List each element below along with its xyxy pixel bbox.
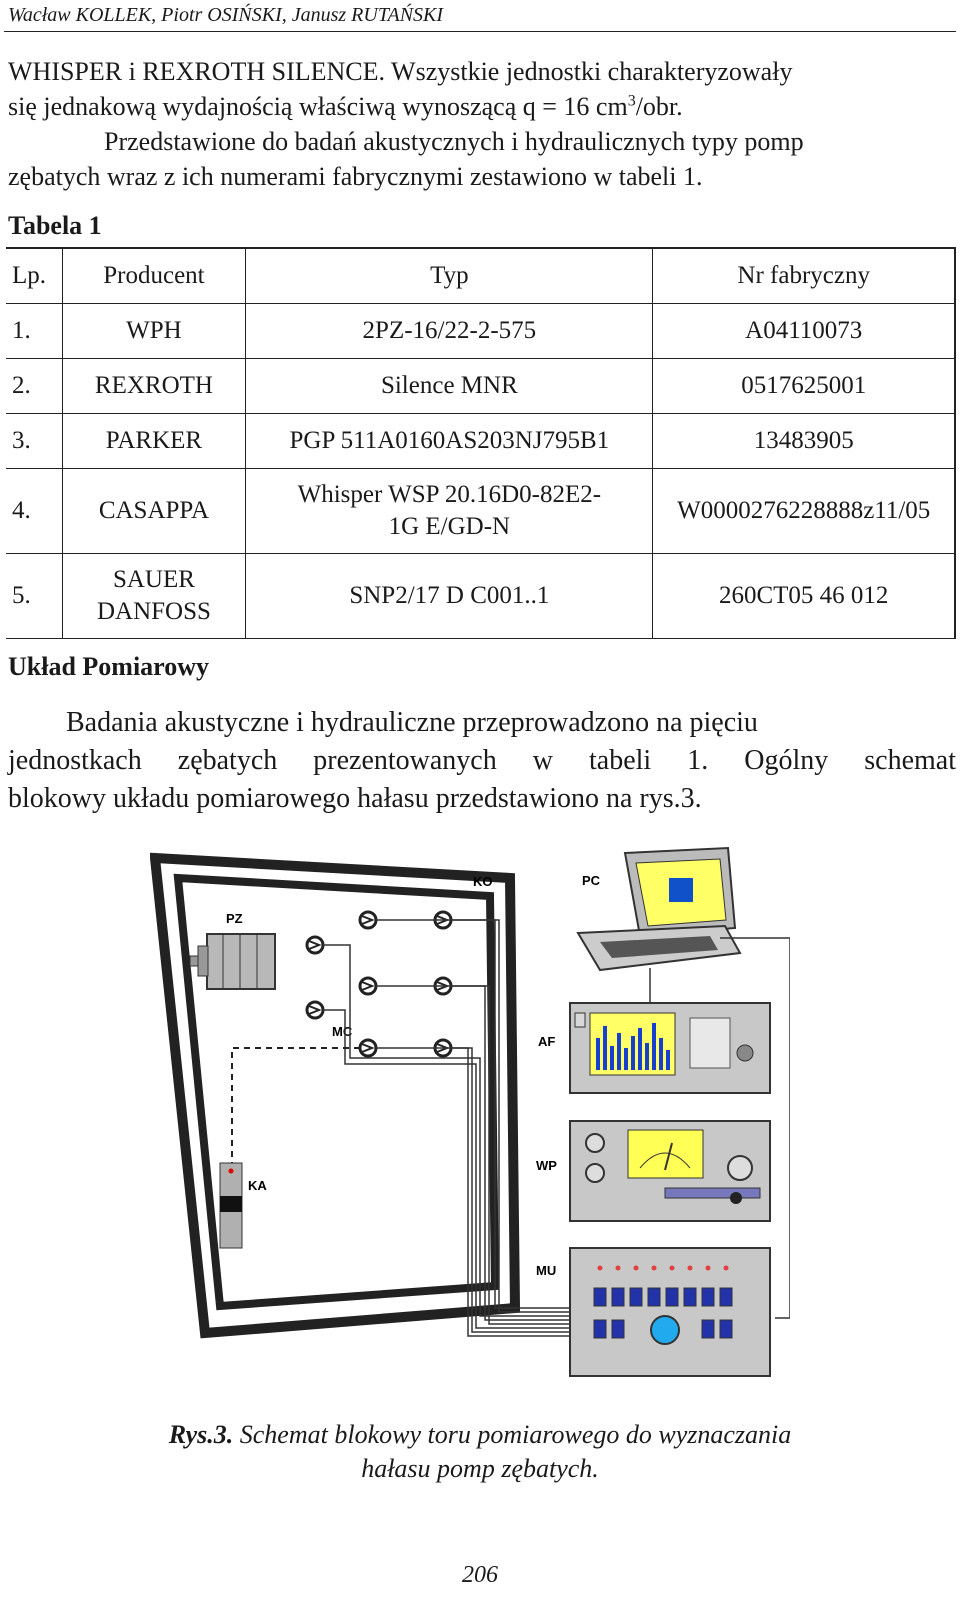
- header-rule: [4, 31, 956, 32]
- cell-producer: CASAPPA: [61, 467, 247, 554]
- table-row: 2. REXROTH Silence MNR 0517625001: [6, 357, 957, 414]
- calibrator-icon: [219, 1162, 243, 1249]
- cable-bundle: [323, 919, 570, 1337]
- label-pc: PC: [582, 873, 601, 888]
- cell-type: PGP 511A0160AS203NJ795B1: [245, 412, 654, 469]
- table-row: 5. SAUER DANFOSS SNP2/17 D C001..1 260CT…: [6, 552, 957, 639]
- page-number: 206: [462, 1562, 498, 1588]
- label-ko: KO: [473, 874, 493, 889]
- caption-text-1: Schemat blokowy toru pomiarowego do wyzn…: [233, 1420, 792, 1449]
- section-body-line-2: jednostkach zębatych prezentowanych w ta…: [8, 745, 956, 776]
- chamber-outline: [150, 852, 521, 1339]
- cell-producer: REXROTH: [61, 357, 247, 414]
- microphone-icons: [305, 910, 453, 1058]
- cell-serial: 0517625001: [652, 357, 957, 414]
- cell-lp: 2.: [6, 357, 63, 414]
- label-ka: KA: [248, 1178, 267, 1193]
- intro-para2-line-2: zębatych wraz z ich numerami fabrycznymi…: [8, 162, 703, 191]
- cell-lp: 4.: [6, 467, 63, 554]
- connection-lines: [649, 937, 790, 1319]
- pump-icon: [189, 933, 276, 990]
- table-row: 1. WPH 2PZ-16/22-2-575 A04110073: [6, 302, 957, 359]
- cell-producer: PARKER: [61, 412, 247, 469]
- intro-line-2-text: się jednakową wydajnością właściwą wynos…: [8, 92, 628, 121]
- pump-table: Lp. Producent Typ Nr fabryczny 1. WPH 2P…: [6, 247, 957, 639]
- section-body-line-1: Badania akustyczne i hydrauliczne przepr…: [66, 707, 758, 738]
- cell-type: Whisper WSP 20.16D0-82E2- 1G E/GD-N: [245, 467, 654, 554]
- cell-type-line-2: 1G E/GD-N: [388, 512, 511, 540]
- label-pz: PZ: [226, 911, 243, 926]
- label-mu: MU: [536, 1263, 556, 1278]
- cell-lp: 3.: [6, 412, 63, 469]
- cell-lp: 5.: [6, 552, 63, 639]
- cell-type: SNP2/17 D C001..1: [245, 552, 654, 639]
- header-producer: Producent: [61, 247, 247, 304]
- section-title: Układ Pomiarowy: [8, 652, 210, 681]
- table-row: 3. PARKER PGP 511A0160AS203NJ795B1 13483…: [6, 412, 957, 469]
- cell-producer: WPH: [61, 302, 247, 359]
- caption-label: Rys.3.: [168, 1420, 234, 1449]
- cell-serial: A04110073: [652, 302, 957, 359]
- figure-caption-line-2: hałasu pomp zębatych.: [361, 1454, 599, 1483]
- intro-para2-line-1: Przedstawione do badań akustycznych i hy…: [104, 127, 804, 156]
- cell-serial: 260CT05 46 012: [652, 552, 957, 639]
- amplifier-icon: [569, 1120, 771, 1222]
- analyzer-icon: [569, 1002, 771, 1094]
- cell-lp: 1.: [6, 302, 63, 359]
- section-body-line-3: blokowy układu pomiarowego hałasu przeds…: [8, 783, 702, 814]
- cell-type-line-1: Whisper WSP 20.16D0-82E2-: [297, 480, 602, 508]
- cell-producer: SAUER DANFOSS: [61, 552, 247, 639]
- header-serial: Nr fabryczny: [652, 247, 957, 304]
- multiplexer-icon: [569, 1247, 771, 1377]
- table-header-row: Lp. Producent Typ Nr fabryczny: [6, 247, 957, 304]
- table-title: Tabela 1: [8, 211, 102, 240]
- label-mc: MC: [332, 1024, 353, 1039]
- header-lp: Lp.: [6, 247, 63, 304]
- cell-serial: W0000276228888z11/05: [652, 467, 957, 554]
- running-header: Wacław KOLLEK, Piotr OSIŃSKI, Janusz RUT…: [8, 4, 444, 26]
- cell-type: 2PZ-16/22-2-575: [245, 302, 654, 359]
- intro-line-2: się jednakową wydajnością właściwą wynos…: [8, 89, 956, 124]
- laptop-icon: [576, 846, 742, 972]
- header-type: Typ: [245, 247, 654, 304]
- measurement-schematic: KO PZ MC KA: [150, 846, 790, 1377]
- calibrator-dashed-line: [231, 1047, 360, 1168]
- cell-serial: 13483905: [652, 412, 957, 469]
- figure-caption-line-1: Rys.3. Schemat blokowy toru pomiarowego …: [0, 1418, 960, 1452]
- table-row: 4. CASAPPA Whisper WSP 20.16D0-82E2- 1G …: [6, 467, 957, 554]
- intro-line-1: WHISPER i REXROTH SILENCE. Wszystkie jed…: [8, 57, 793, 86]
- label-af: AF: [538, 1034, 555, 1049]
- cell-producer-line-1: SAUER: [112, 565, 195, 593]
- cell-type: Silence MNR: [245, 357, 654, 414]
- label-wp: WP: [536, 1158, 557, 1173]
- cell-producer-line-2: DANFOSS: [96, 597, 211, 625]
- intro-line-2-unit: /obr.: [635, 92, 683, 121]
- intro-superscript: 3: [627, 92, 636, 110]
